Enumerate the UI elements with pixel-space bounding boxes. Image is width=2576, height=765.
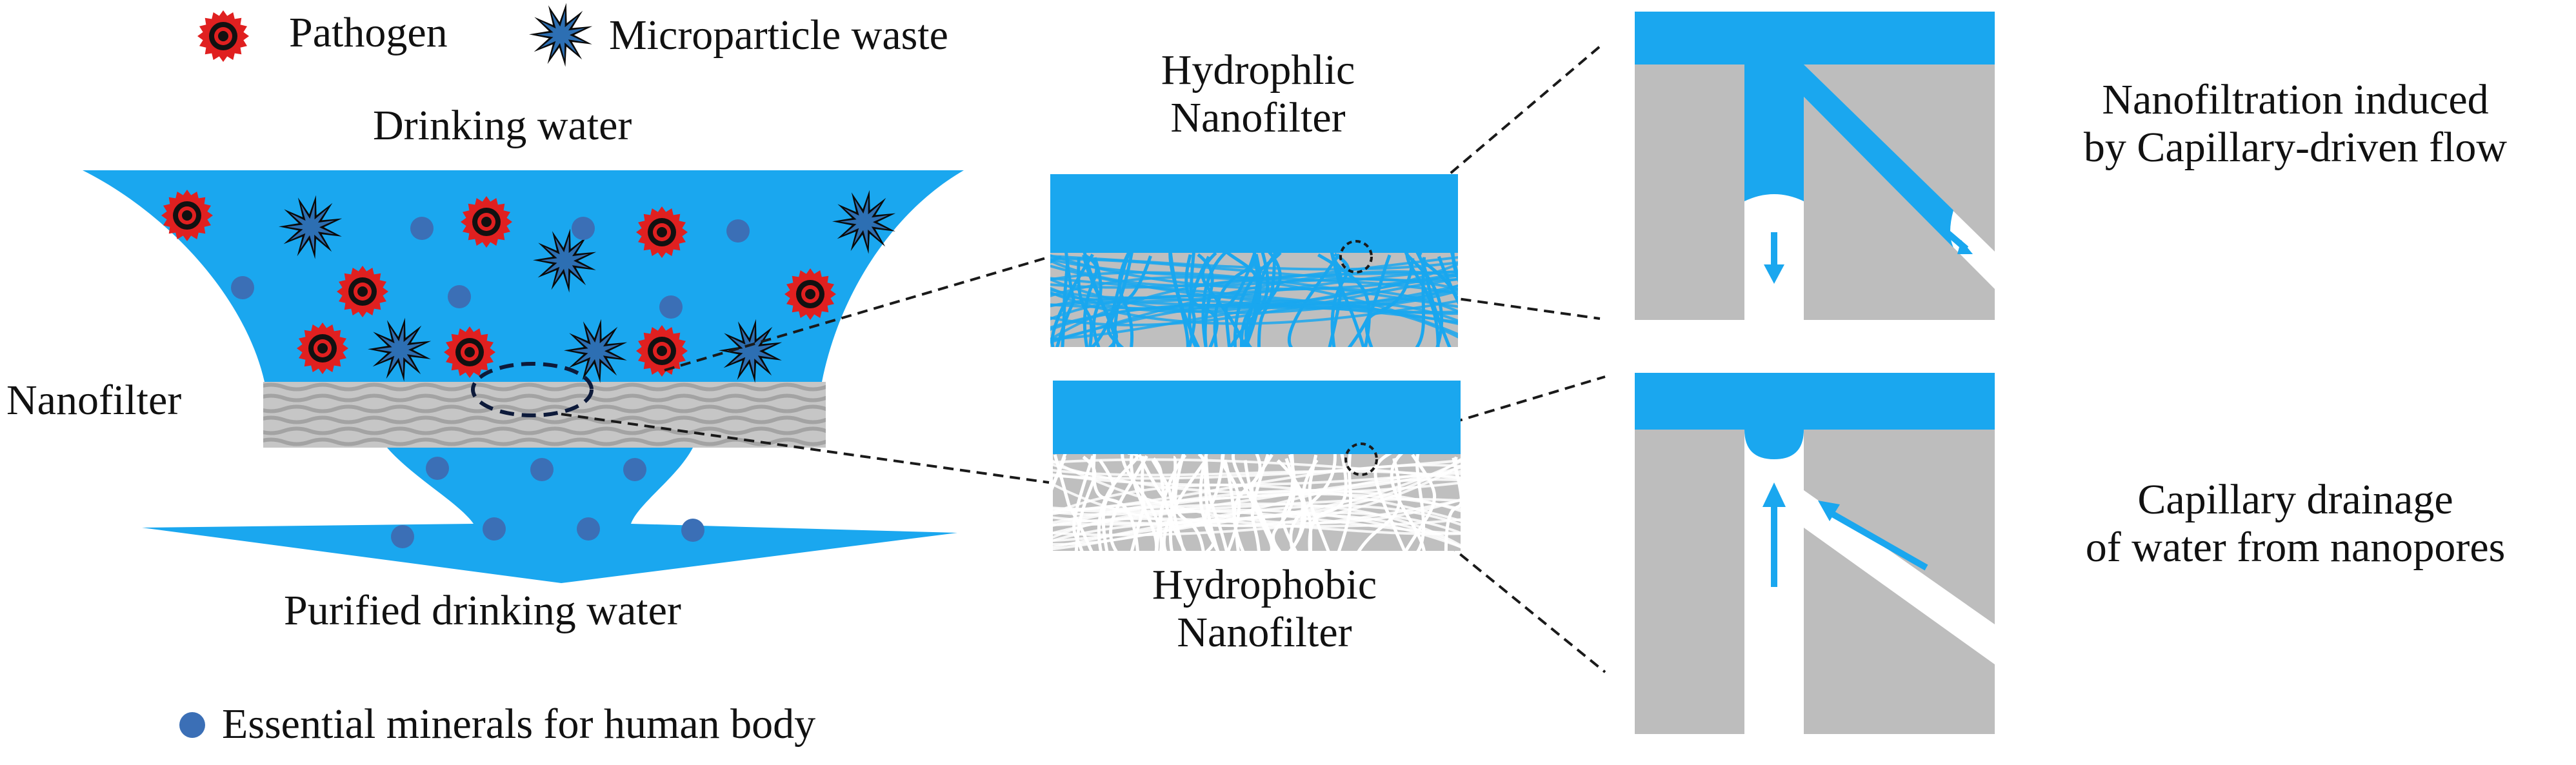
funnel-top-label: Drinking water <box>373 102 632 149</box>
mineral-particle <box>391 525 414 548</box>
hydrophilic-title: Hydrophlic Nanofilter <box>1161 46 1355 141</box>
pathogen-icon <box>197 10 249 62</box>
legend-pathogen-label: Pathogen <box>289 9 448 56</box>
mineral-particle <box>483 517 506 541</box>
hydrophilic-fibers <box>1050 253 1458 347</box>
hydrophilic-pore-zoom <box>1635 12 1995 320</box>
pathogen-particle <box>337 266 388 317</box>
legend-icons <box>179 3 593 738</box>
microparticle-particle <box>564 319 628 383</box>
mineral-particle <box>231 276 254 299</box>
mineral-particle <box>426 457 449 480</box>
hydrophilic-zoom-circle <box>1339 240 1373 273</box>
funnel-water-top <box>83 170 964 382</box>
mineral-particle <box>572 217 595 240</box>
microparticle-icon <box>529 3 593 67</box>
pathogen-particle <box>461 196 512 248</box>
funnel-particles <box>161 190 896 548</box>
mineral-particle <box>448 285 471 308</box>
pathogen-particle <box>636 325 688 377</box>
pathogen-particle <box>161 190 213 241</box>
funnel-water-bottom <box>142 448 957 583</box>
hydrophilic-description: Nanofiltration induced by Capillary-driv… <box>2083 76 2508 171</box>
mineral-particle <box>410 217 434 240</box>
legend-minerals-label: Essential minerals for human body <box>222 700 816 748</box>
hydrophobic-zoom-circle <box>1344 442 1378 476</box>
mineral-particle <box>681 519 704 542</box>
hydrophobic-fibers <box>1053 454 1461 551</box>
pathogen-particle <box>297 323 348 374</box>
zoom-region-ellipse <box>471 362 594 417</box>
hydrophobic-title: Hydrophobic Nanofilter <box>1152 561 1377 656</box>
microparticle-particle <box>832 190 896 254</box>
funnel-bottom-label: Purified drinking water <box>284 587 681 634</box>
mineral-particle <box>659 295 683 319</box>
hydrophilic-nanofilter-panel <box>1050 174 1458 347</box>
funnel-filter-label: Nanofilter <box>6 377 182 424</box>
funnel-diagram <box>83 170 964 583</box>
pathogen-particle <box>636 206 688 258</box>
microparticle-particle <box>279 195 343 259</box>
mineral-particle <box>623 458 646 481</box>
pathogen-particle <box>444 326 495 378</box>
nanofilter-texture <box>263 382 826 446</box>
mineral-particle <box>726 219 750 243</box>
mineral-particle <box>577 517 600 541</box>
hydrophobic-description: Capillary drainage of water from nanopor… <box>2085 476 2506 571</box>
legend-microparticle-label: Microparticle waste <box>609 12 948 59</box>
mineral-icon <box>179 712 205 738</box>
microparticle-particle <box>368 317 432 382</box>
pathogen-particle <box>784 268 836 320</box>
microparticle-particle <box>533 228 597 293</box>
mineral-particle <box>530 458 554 481</box>
hydrophobic-pore-zoom <box>1635 373 1995 734</box>
microparticle-particle <box>719 319 783 383</box>
hydrophobic-nanofilter-panel <box>1053 381 1461 551</box>
